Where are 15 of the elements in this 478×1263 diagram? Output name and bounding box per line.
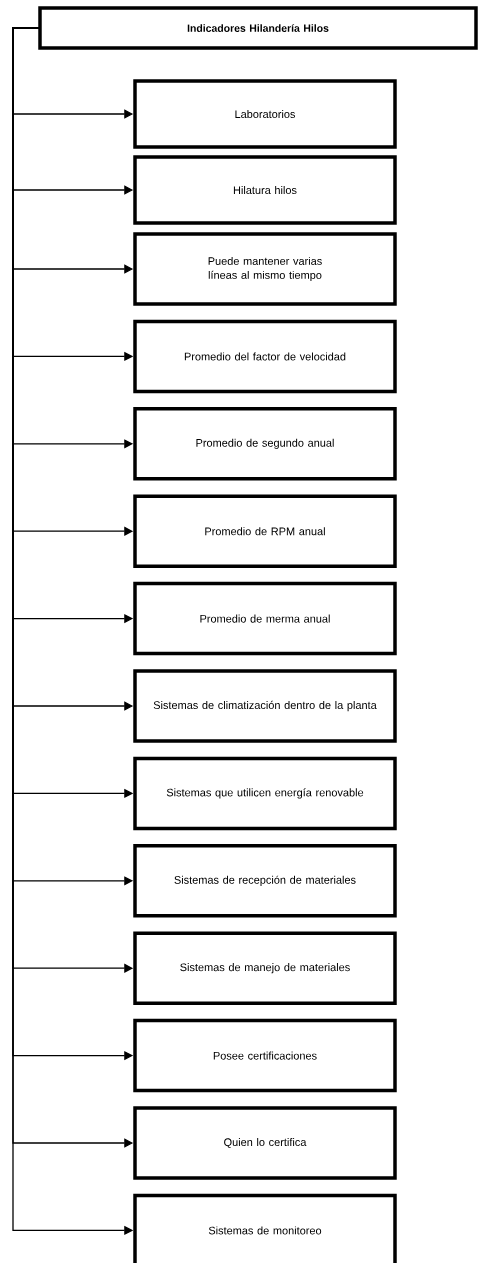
header-box: Indicadores Hilandería Hilos <box>38 6 478 50</box>
indicator-box: Promedio de merma anual <box>133 581 397 656</box>
indicator-box: Sistemas que utilicen energía renovable <box>133 756 397 831</box>
indicator-box: Promedio del factor de velocidad <box>133 319 397 394</box>
indicator-box: Posee certificaciones <box>133 1018 397 1093</box>
indicator-box: Sistemas de recepción de materiales <box>133 844 397 918</box>
indicator-box: Puede mantener varias líneas al mismo tiempo <box>133 232 397 306</box>
indicator-box: Promedio de RPM anual <box>133 494 397 568</box>
indicator-box: Sistemas de climatización dentro de la planta <box>133 669 397 743</box>
indicator-box: Promedio de segundo anual <box>133 407 397 481</box>
indicator-box: Quien lo certifica <box>133 1106 397 1180</box>
indicator-box: Laboratorios <box>133 79 397 149</box>
indicator-box: Sistemas de monitoreo <box>133 1193 397 1263</box>
indicator-box: Sistemas de manejo de materiales <box>133 931 397 1005</box>
indicator-box: Hilatura hilos <box>133 155 397 225</box>
